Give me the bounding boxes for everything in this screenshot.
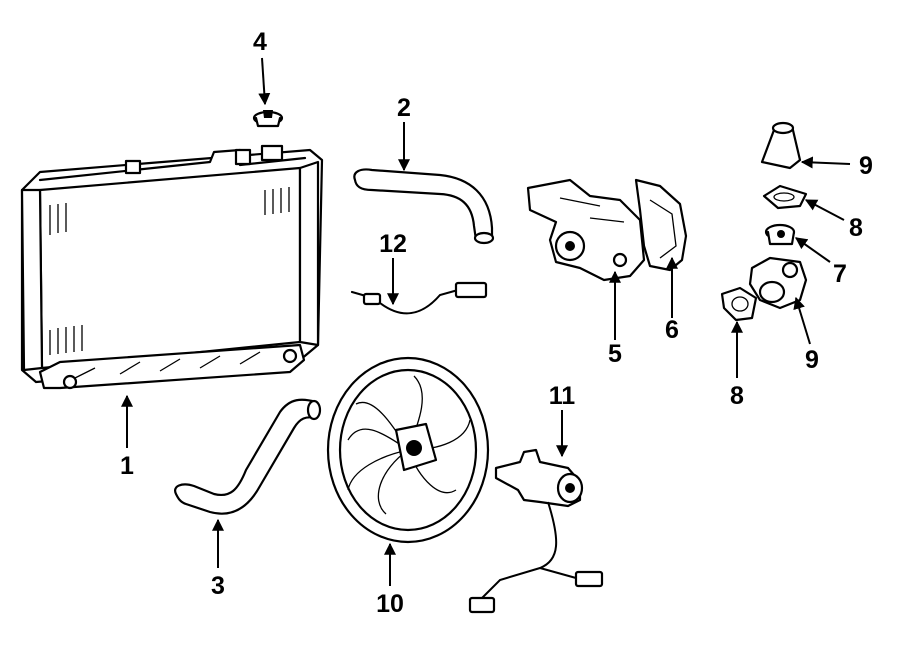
temp-sensor <box>350 281 488 315</box>
housing-gasket-top <box>762 184 808 210</box>
callout-4: 4 <box>253 28 267 56</box>
callout-3: 3 <box>211 572 225 600</box>
radiator <box>20 144 324 390</box>
callout-2: 2 <box>397 94 411 122</box>
leader-line <box>795 237 831 263</box>
callout-7: 7 <box>833 260 847 288</box>
callout-10: 10 <box>376 590 404 618</box>
callout-6: 6 <box>665 316 679 344</box>
thermostat-housing-bottom <box>748 256 808 310</box>
lower-hose <box>174 398 322 515</box>
leader-line <box>800 156 851 169</box>
callout-12: 12 <box>379 230 407 258</box>
cooling-fan <box>326 356 490 544</box>
leader-line <box>258 57 271 106</box>
callout-9-bottom: 9 <box>805 346 819 374</box>
water-pump <box>526 178 646 282</box>
callout-9-top: 9 <box>859 152 873 180</box>
leader-line <box>804 199 845 221</box>
fan-motor <box>468 448 604 614</box>
housing-gasket-bottom <box>720 286 758 322</box>
leader-line <box>793 296 811 345</box>
thermostat-housing-top <box>760 121 802 170</box>
callout-8-bottom: 8 <box>730 382 744 410</box>
upper-hose <box>353 168 495 245</box>
callout-8-top: 8 <box>849 214 863 242</box>
callout-5: 5 <box>608 340 622 368</box>
radiator-cap <box>252 110 284 128</box>
thermostat <box>764 223 796 246</box>
callout-11: 11 <box>549 382 576 410</box>
callout-1: 1 <box>120 452 134 480</box>
